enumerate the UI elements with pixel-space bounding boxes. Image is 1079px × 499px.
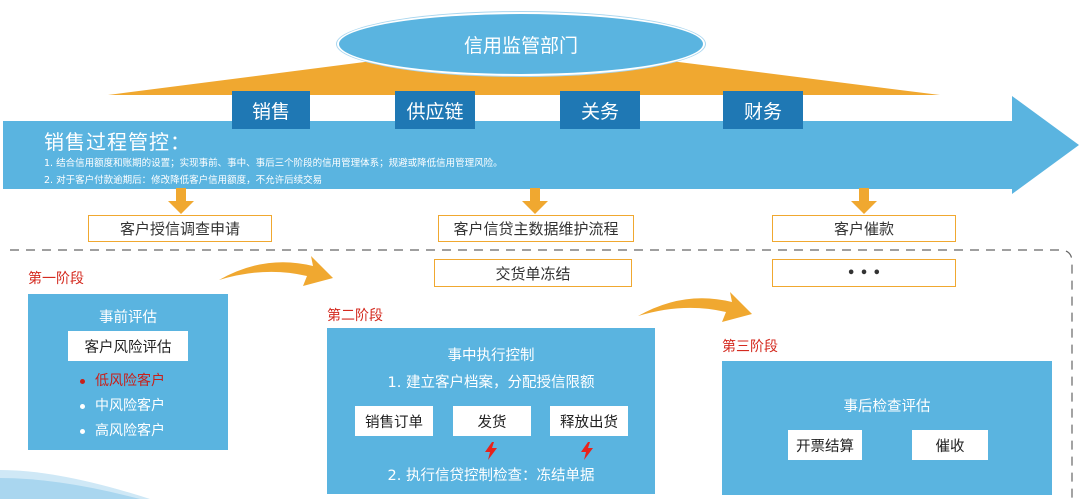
banner-line-1: 1. 结合信用额度和账期的设置；实现事前、事中、事后三个阶段的信用管理体系；规避…	[44, 158, 503, 169]
customer-risk-assessment-label: 客户风险评估	[84, 339, 172, 356]
stage-1-label: 第一阶段	[28, 271, 84, 287]
dept-supply-chain: 供应链	[395, 91, 475, 129]
customer-credit-investigation-box: 客户授信调查申请	[88, 215, 272, 242]
dept-finance: 财务	[723, 91, 803, 129]
dept-customs: 关务	[560, 91, 640, 129]
bullet-icon	[80, 378, 85, 384]
delivery-freeze-label: 交货单冻结	[495, 264, 571, 283]
down-arrow-icon	[522, 188, 548, 214]
lightning-icon	[581, 442, 593, 460]
down-arrow-icon	[168, 188, 194, 214]
dept-supply-chain-label: 供应链	[406, 100, 464, 123]
stage-2-label: 第二阶段	[327, 308, 383, 324]
high-risk-label: 高风险客户	[95, 423, 165, 439]
dept-sales-label: 销售	[251, 100, 290, 123]
ellipsis-label: • • •	[847, 265, 881, 281]
low-risk-item: 低风险客户	[80, 370, 165, 390]
credit-supervision-ellipse: 信用监管部门	[337, 12, 705, 76]
credit-master-data-label: 客户信贷主数据维护流程	[453, 220, 619, 238]
curved-arrow-icon	[219, 256, 333, 286]
customer-credit-investigation-label: 客户授信调查申请	[119, 220, 240, 238]
stage-3-title: 事后检查评估	[843, 399, 931, 415]
stage-1-title: 事前评估	[99, 310, 157, 326]
curved-arrow-icon	[638, 292, 752, 322]
release-shipment-label: 释放出货	[560, 414, 618, 431]
shipment-label: 发货	[477, 414, 507, 431]
bullet-icon	[80, 403, 85, 409]
dept-customs-label: 关务	[580, 100, 619, 123]
high-risk-item: 高风险客户	[80, 420, 165, 440]
ellipsis-box: • • •	[772, 259, 956, 287]
stage-3-label: 第三阶段	[722, 339, 778, 355]
stage-1-panel: 事前评估 客户风险评估 低风险客户 中风险客户 高风险客户	[28, 294, 228, 450]
stage-2-line-1: 1. 建立客户档案，分配授信限额	[387, 375, 595, 391]
delivery-freeze-box: 交货单冻结	[434, 259, 632, 287]
dept-finance-label: 财务	[743, 100, 782, 123]
stage-2-title: 事中执行控制	[447, 348, 535, 364]
customer-collection-label: 客户催款	[833, 220, 894, 238]
down-arrow-icon	[851, 188, 877, 214]
shipment-box: 发货	[453, 406, 531, 436]
stage-2-line-2: 2. 执行信贷控制检查：冻结单据	[387, 468, 595, 484]
release-shipment-box: 释放出货	[550, 406, 628, 436]
banner-title: 销售过程管控：	[44, 130, 191, 154]
medium-risk-item: 中风险客户	[80, 395, 165, 415]
process-arrow	[3, 96, 1079, 194]
sales-order-box: 销售订单	[355, 406, 433, 436]
banner-line-2: 2. 对于客户付款逾期后：修改降低客户信用额度，不允许后续交易	[44, 175, 323, 186]
invoice-settlement-box: 开票结算	[788, 430, 862, 460]
stage-3-panel: 事后检查评估 开票结算 催收	[722, 361, 1052, 495]
stage-2-panel: 事中执行控制 1. 建立客户档案，分配授信限额 销售订单 发货 释放出货 2. …	[327, 328, 655, 494]
dept-sales: 销售	[232, 91, 310, 129]
collection-box: 催收	[912, 430, 988, 460]
credit-supervision-title: 信用监管部门	[463, 34, 578, 57]
bullet-icon	[80, 428, 85, 434]
customer-collection-box: 客户催款	[772, 215, 956, 242]
low-risk-label: 低风险客户	[95, 373, 165, 389]
collection-label: 催收	[935, 438, 965, 455]
credit-master-data-box: 客户信贷主数据维护流程	[438, 215, 634, 242]
medium-risk-label: 中风险客户	[95, 398, 165, 414]
sales-order-label: 销售订单	[365, 414, 423, 431]
customer-risk-assessment-box: 客户风险评估	[68, 331, 188, 361]
lightning-icon	[485, 442, 497, 460]
invoice-settlement-label: 开票结算	[796, 438, 854, 455]
